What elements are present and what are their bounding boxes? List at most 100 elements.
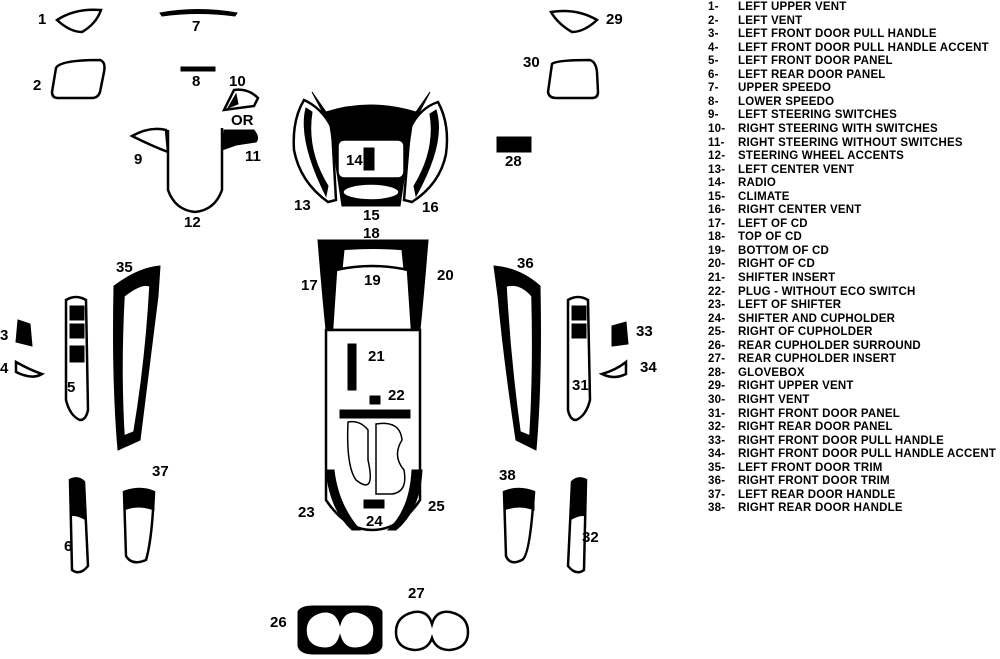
part-right-of-cupholder xyxy=(386,469,423,531)
legend-number: 7- xyxy=(708,82,719,95)
part-left-upper-vent xyxy=(54,8,103,34)
part-number-14: 14 xyxy=(346,152,363,169)
part-right-front-door-switch-1 xyxy=(571,305,587,321)
legend-number: 13- xyxy=(708,163,726,176)
legend-label: RIGHT FRONT DOOR TRIM xyxy=(738,475,890,488)
part-number-24: 24 xyxy=(366,513,383,530)
part-shifter-base xyxy=(363,499,385,509)
part-number-9: 9 xyxy=(134,151,142,168)
legend-label: LEFT FRONT DOOR PULL HANDLE xyxy=(738,28,937,41)
part-left-front-door-trim-inner xyxy=(121,284,151,438)
part-right-center-vent-edge xyxy=(413,109,439,198)
part-left-rear-door-switch xyxy=(69,477,87,521)
part-plug-without-eco-switch xyxy=(369,395,381,405)
legend-label: REAR CUPHOLDER SURROUND xyxy=(738,339,921,352)
legend-label: RIGHT FRONT DOOR PANEL xyxy=(738,407,900,420)
part-upper-speedo xyxy=(159,9,238,17)
part-number-10: 10 xyxy=(229,73,246,90)
legend-label: LEFT OF CD xyxy=(738,217,808,230)
legend-number: 16- xyxy=(708,204,726,217)
part-number-30: 30 xyxy=(523,54,540,71)
legend-label: RIGHT STEERING WITH SWITCHES xyxy=(738,122,938,135)
part-right-front-door-pull-handle xyxy=(611,321,629,347)
part-left-vent xyxy=(50,58,106,100)
legend-number: 24- xyxy=(708,312,726,325)
part-number-28: 28 xyxy=(505,153,522,170)
part-number-35: 35 xyxy=(116,259,133,276)
legend-label: LEFT REAR DOOR HANDLE xyxy=(738,488,896,501)
part-number-19: 19 xyxy=(364,272,381,289)
legend-number: 9- xyxy=(708,109,719,122)
part-shifter-and-cupholder xyxy=(339,409,411,419)
legend-label: LEFT REAR DOOR PANEL xyxy=(738,68,886,81)
part-climate xyxy=(342,183,400,201)
part-number-17: 17 xyxy=(301,277,318,294)
part-left-steering-switches xyxy=(129,127,170,154)
legend-number: 6- xyxy=(708,68,719,81)
part-rear-cupholder-surround-inner xyxy=(305,611,375,649)
part-number-11: 11 xyxy=(245,148,261,165)
legend-number: 25- xyxy=(708,326,726,339)
part-number-13: 13 xyxy=(294,197,311,214)
legend-number: 20- xyxy=(708,258,726,271)
part-lower-speedo xyxy=(180,66,216,72)
legend-number: 22- xyxy=(708,285,726,298)
part-number-32: 32 xyxy=(582,529,599,546)
legend-number: 3- xyxy=(708,28,719,41)
part-right-upper-vent xyxy=(548,9,600,34)
legend-number: 19- xyxy=(708,244,726,257)
legend-number: 11- xyxy=(708,136,725,149)
part-number-15: 15 xyxy=(363,207,380,224)
legend-number: 28- xyxy=(708,366,726,379)
part-glovebox xyxy=(496,136,532,153)
legend-label: RIGHT UPPER VENT xyxy=(738,380,854,393)
legend-label: RIGHT FRONT DOOR PULL HANDLE xyxy=(738,434,944,447)
part-number-27: 27 xyxy=(408,585,425,602)
part-right-front-door-pull-handle-accent xyxy=(598,359,628,379)
part-left-front-door-switch-1 xyxy=(69,305,85,321)
legend-number: 12- xyxy=(708,150,726,163)
part-left-of-shifter xyxy=(325,469,362,531)
legend-label: LEFT CENTER VENT xyxy=(738,163,855,176)
part-number-31: 31 xyxy=(572,377,589,394)
legend-label: CLIMATE xyxy=(738,190,790,203)
part-left-rear-door-handle-top xyxy=(123,488,155,511)
legend-label: SHIFTER INSERT xyxy=(738,272,836,284)
part-number-20: 20 xyxy=(437,267,454,284)
part-right-front-door-trim-inner xyxy=(505,284,534,438)
part-number-33: 33 xyxy=(636,323,653,340)
legend-label: STEERING WHEEL ACCENTS xyxy=(738,150,905,163)
legend-number: 23- xyxy=(708,299,726,312)
part-cupholder-left xyxy=(346,420,371,486)
legend-label: LEFT VENT xyxy=(738,14,803,27)
part-cupholder-right xyxy=(375,422,406,495)
legend-number: 26- xyxy=(708,339,726,352)
legend-label: RIGHT STEERING WITHOUT SWITCHES xyxy=(738,136,963,149)
part-rear-cupholder-insert xyxy=(394,610,470,652)
legend-label: RIGHT OF CUPHOLDER xyxy=(738,326,873,339)
part-number-5: 5 xyxy=(67,379,75,396)
part-number-25: 25 xyxy=(428,498,445,515)
legend-number: 37- xyxy=(708,488,726,501)
legend-label: RIGHT FRONT DOOR PULL HANDLE ACCENT xyxy=(738,448,997,461)
part-number-34: 34 xyxy=(640,359,657,376)
legend-label: RADIO xyxy=(738,177,777,190)
legend-number: 8- xyxy=(708,95,719,108)
legend-number: 21- xyxy=(708,272,726,284)
part-number-38: 38 xyxy=(499,467,516,484)
legend-label: TOP OF CD xyxy=(738,231,802,244)
legend-number: 29- xyxy=(708,380,726,393)
legend-label: RIGHT CENTER VENT xyxy=(738,204,862,217)
part-number-1: 1 xyxy=(38,11,46,28)
legend-label: BOTTOM OF CD xyxy=(738,244,829,257)
legend-number: 31- xyxy=(708,407,726,420)
part-number-18: 18 xyxy=(363,225,380,242)
legend-label: RIGHT REAR DOOR PANEL xyxy=(738,421,893,434)
part-number-26: 26 xyxy=(270,614,287,631)
part-number-29: 29 xyxy=(606,11,623,28)
legend-label: LEFT STEERING SWITCHES xyxy=(738,109,898,122)
part-left-center-vent-edge xyxy=(303,107,329,198)
part-bottom-of-cd xyxy=(330,264,414,332)
legend-label: LOWER SPEEDO xyxy=(738,95,835,108)
